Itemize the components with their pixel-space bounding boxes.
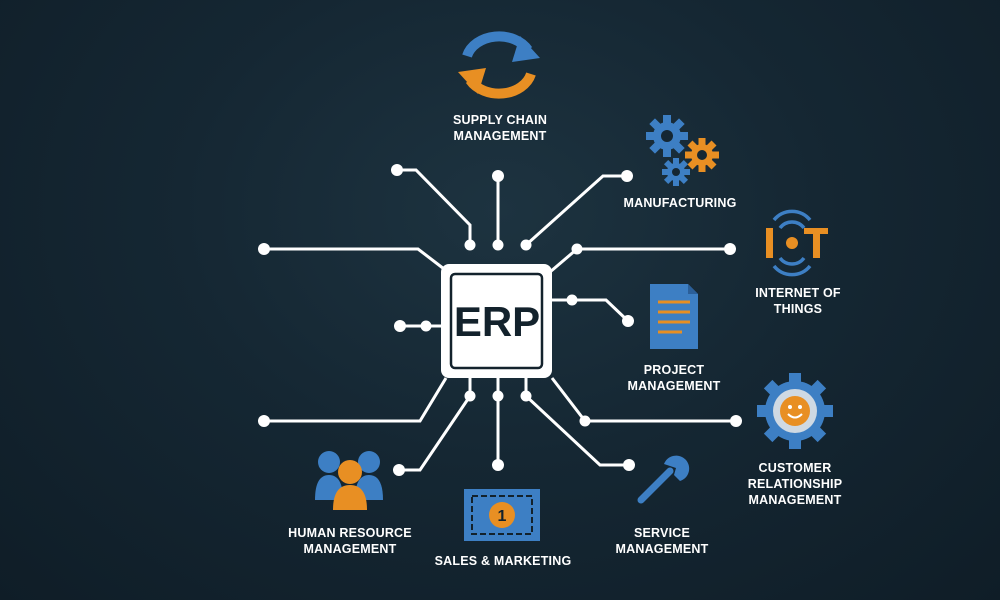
document-icon [650, 284, 698, 349]
gears-icon [646, 115, 719, 186]
people-icon [315, 451, 383, 510]
smiley-gear-icon [757, 373, 833, 449]
hr-label-line2: MANAGEMENT [303, 542, 397, 556]
service-label-line1: SERVICE [633, 526, 691, 540]
wrench-icon [637, 455, 690, 504]
sales-label: SALES & MARKETING [423, 553, 583, 569]
erp-chip: ERP [441, 264, 552, 378]
circuit-node [492, 459, 504, 471]
project-label-line1: PROJECT [643, 363, 705, 377]
circuit-node [420, 320, 432, 332]
circuit-line [397, 168, 472, 245]
sales-label-line1: SALES & MARKETING [434, 554, 572, 568]
circuit-node [571, 243, 583, 255]
circuit-node [621, 170, 633, 182]
circuit-node [391, 164, 403, 176]
crm-label-line1: CUSTOMER [758, 461, 832, 475]
iot-label-line2: THINGS [773, 302, 823, 316]
circuit-node [258, 415, 270, 427]
circuit-node [623, 459, 635, 471]
project-label-line2: MANAGEMENT [627, 379, 721, 393]
circuit-line [399, 378, 472, 472]
hr-label: HUMAN RESOURCE MANAGEMENT [280, 525, 420, 557]
supply-chain-label-line2: MANAGEMENT [453, 129, 547, 143]
circuit-node [464, 239, 476, 251]
circuit-node [730, 415, 742, 427]
circuit-node [492, 390, 504, 402]
circuit-node [520, 239, 532, 251]
crm-label-line3: MANAGEMENT [748, 493, 842, 507]
circuit-node [393, 464, 405, 476]
manufacturing-label-line1: MANUFACTURING [623, 196, 737, 210]
banknote-icon: 1 [464, 489, 540, 541]
iot-label-line1: INTERNET OF [755, 286, 841, 300]
recycle-arrows-icon [458, 31, 540, 99]
service-label: SERVICE MANAGEMENT [592, 525, 732, 557]
supply-chain-label-line1: SUPPLY CHAIN [452, 113, 548, 127]
circuit-line [264, 377, 448, 423]
circuit-node [258, 243, 270, 255]
crm-label: CUSTOMER RELATIONSHIP MANAGEMENT [725, 460, 865, 508]
circuit-node [492, 239, 504, 251]
circuit-line [524, 378, 629, 467]
erp-chip-label: ERP [454, 298, 540, 345]
hr-label-line1: HUMAN RESOURCE [288, 526, 412, 540]
banknote-value: 1 [498, 508, 507, 525]
circuit-line [552, 298, 630, 323]
service-label-line2: MANAGEMENT [615, 542, 709, 556]
circuit-node [622, 315, 634, 327]
circuit-node [520, 390, 532, 402]
circuit-node [464, 390, 476, 402]
circuit-node [579, 415, 591, 427]
circuit-nodes [258, 164, 742, 476]
manufacturing-label: MANUFACTURING [610, 195, 750, 211]
circuit-node [492, 170, 504, 182]
circuit-node [394, 320, 406, 332]
crm-label-line2: RELATIONSHIP [747, 477, 843, 491]
project-label: PROJECT MANAGEMENT [604, 362, 744, 394]
circuit-node [724, 243, 736, 255]
circuit-line [524, 174, 627, 247]
iot-icon [766, 209, 828, 277]
circuit-line [264, 247, 449, 274]
supply-chain-label: SUPPLY CHAIN MANAGEMENT [430, 112, 570, 144]
iot-label: INTERNET OF THINGS [728, 285, 868, 317]
circuit-node [566, 294, 578, 306]
